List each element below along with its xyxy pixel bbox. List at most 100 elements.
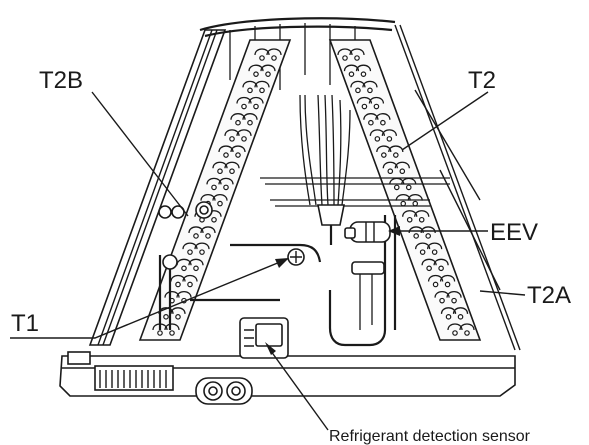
coil-tube-end — [413, 233, 419, 239]
coil-return-bend — [182, 242, 198, 250]
coil-return-bend — [176, 291, 192, 298]
coil-return-bend — [369, 129, 386, 137]
coil-return-bend — [170, 274, 186, 282]
coil-return-bend — [224, 129, 240, 137]
coil-return-bend — [414, 210, 430, 217]
label-t2: T2 — [468, 67, 496, 94]
coil-tube-end — [360, 71, 367, 77]
coil-tube-end — [452, 330, 458, 336]
coil-return-bend — [395, 193, 411, 201]
coil-return-bend — [200, 226, 216, 234]
coil-return-bend — [254, 48, 270, 56]
coil-tube-end — [181, 265, 187, 272]
coil-tube-end — [175, 314, 181, 320]
coil-tube-end — [265, 71, 271, 77]
coil-return-bend — [200, 193, 216, 201]
coil-tube-end — [368, 119, 374, 126]
coil-tube-end — [175, 281, 181, 288]
coil-tube-end — [412, 200, 419, 207]
coil-tube-end — [241, 136, 247, 142]
coil-tube-end — [193, 233, 199, 239]
coil-return-bend — [433, 258, 449, 266]
coil-return-bend — [188, 258, 204, 266]
coil-return-bend — [164, 291, 180, 298]
coil-tube-end — [223, 152, 229, 158]
coil-tube-end — [217, 168, 223, 175]
coil-tube-end — [380, 119, 386, 126]
coil-tube-end — [253, 103, 259, 110]
t2b-leader — [91, 91, 189, 217]
coil-return-bend — [446, 291, 462, 298]
coil-tube-end — [342, 55, 348, 61]
coil-tube-end — [418, 216, 425, 223]
right-side-panel — [394, 24, 521, 351]
coil-return-bend — [266, 48, 282, 56]
coil-return-bend — [343, 64, 360, 72]
coil-tube-end — [211, 184, 217, 191]
coil-tube-end — [355, 87, 361, 94]
coil-tube-end — [354, 55, 360, 61]
coil-return-bend — [212, 161, 228, 169]
coil-return-bend — [447, 323, 463, 331]
coil-tube-end — [444, 281, 451, 288]
right-coil-slab — [328, 39, 482, 341]
coil-tube-end — [439, 297, 445, 304]
coil-return-bend — [212, 193, 228, 201]
coil-tube-end — [399, 168, 406, 175]
coil-return-bend — [407, 193, 423, 201]
sensor-arrow — [265, 342, 276, 355]
coil-tube-end — [247, 87, 253, 94]
coil-tube-end — [432, 281, 439, 288]
label-t2a: T2A — [527, 282, 571, 309]
coil-tube-end — [431, 249, 438, 255]
coil-tube-end — [400, 200, 407, 207]
coil-tube-end — [367, 87, 373, 94]
coil-tube-end — [223, 184, 229, 191]
coil-return-bend — [382, 161, 398, 169]
coil-tube-end — [163, 314, 169, 320]
coil-tube-end — [451, 297, 457, 304]
coil-return-bend — [440, 307, 457, 314]
coil-tube-end — [405, 184, 412, 191]
coil-return-bend — [434, 291, 450, 298]
coil-return-bend — [218, 177, 234, 185]
t2a-leader — [479, 290, 526, 296]
coil-return-bend — [459, 323, 475, 331]
coil-tube-end — [247, 119, 253, 126]
eev-valve — [344, 221, 391, 243]
coil-return-bend — [242, 80, 258, 88]
coil-tube-end — [348, 71, 355, 77]
coil-tube-end — [271, 55, 277, 61]
coil-return-bend — [414, 242, 431, 250]
coil-return-bend — [394, 161, 410, 169]
coil-return-bend — [188, 226, 204, 234]
service-port — [287, 248, 305, 266]
leader-lines — [10, 91, 526, 431]
coil-return-bend — [242, 113, 258, 120]
coil-tube-end — [205, 233, 211, 239]
coil-tube-end — [169, 330, 175, 336]
coil-tube-end — [393, 184, 400, 191]
label-t1: T1 — [11, 310, 39, 337]
label-eev: EEV — [490, 219, 538, 246]
coil-return-bend — [356, 96, 373, 104]
sensor-leader — [267, 346, 329, 431]
refrigerant-detection-sensor — [239, 317, 289, 359]
coil-tube-end — [393, 152, 399, 158]
coil-return-bend — [248, 96, 264, 104]
coil-tube-end — [386, 136, 393, 142]
t2-leader — [401, 91, 489, 151]
coil-tube-end — [193, 265, 199, 272]
coil-tube-end — [381, 152, 387, 158]
t1-arrow — [275, 258, 289, 268]
coil-return-bend — [402, 210, 418, 217]
coil-tube-end — [217, 200, 223, 207]
coil-tube-end — [259, 87, 265, 94]
coil-return-bend — [236, 96, 252, 104]
coil-return-bend — [368, 96, 385, 104]
coil-tube-end — [235, 119, 241, 126]
coil-tube-end — [187, 281, 193, 288]
coil-tube-end — [211, 216, 217, 223]
coil-tube-end — [419, 249, 426, 255]
coil-return-bend — [376, 145, 392, 153]
